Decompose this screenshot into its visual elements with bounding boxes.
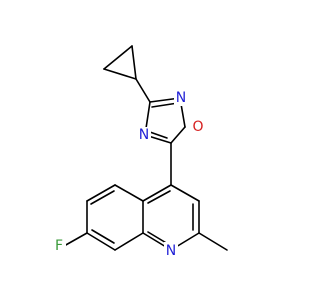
bond-c4a-c5: [114, 184, 144, 202]
fluorine-label: F: [55, 238, 63, 254]
nitrogen-label-oxadiazole: N: [176, 90, 186, 106]
bond-c4-c3q: [170, 184, 200, 202]
nitrogen-label-oxadiazole-4: N: [139, 127, 149, 143]
bond-fluorine: [63, 232, 88, 247]
bond-c5-c6: [86, 184, 116, 202]
bonds: [63, 45, 228, 251]
bond-c7-c8: [86, 232, 116, 251]
bond-cyclopropyl-oxadiazole: [135, 78, 151, 103]
bond-c3-n2-double: [151, 102, 179, 108]
bond-c4a-c4-double: [147, 190, 171, 204]
bond-cyclopropyl-3: [103, 68, 137, 80]
bond-c5-c6-double: [90, 190, 115, 205]
bond-cyclopropyl-1: [103, 45, 133, 70]
bond-o1-c5: [170, 126, 186, 144]
oxygen-label: O: [192, 119, 203, 135]
molecule-structure: N O N F N: [52, 45, 228, 259]
nitrogen-label-quinoline: N: [166, 243, 176, 259]
bond-c8-c8a: [114, 232, 144, 251]
bond-methyl: [198, 232, 228, 251]
bond-c7-c8-double: [91, 229, 115, 244]
bond-c4a-c4: [142, 184, 172, 202]
bond-cyclopropyl-2: [131, 45, 137, 80]
atom-labels: N O N F N: [52, 90, 205, 259]
